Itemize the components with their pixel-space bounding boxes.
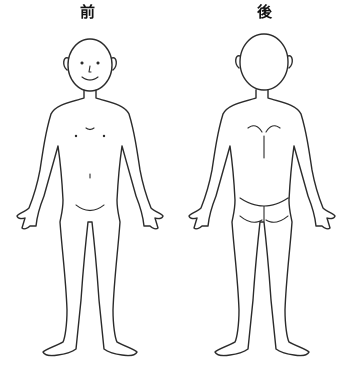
front-left-eye — [81, 62, 84, 65]
back-right-shoulder-blade — [266, 126, 280, 132]
front-head — [68, 39, 112, 91]
back-waist-line — [240, 198, 288, 206]
back-left-buttock — [240, 216, 262, 222]
front-sternum — [86, 128, 94, 130]
front-right-eye — [97, 62, 100, 65]
front-label: 前 — [80, 5, 95, 20]
body-front-figure — [17, 39, 163, 356]
front-mouth — [82, 77, 98, 80]
back-label: 後 — [257, 5, 272, 20]
front-nose — [89, 66, 91, 72]
front-right-nipple — [103, 135, 105, 137]
front-left-nipple — [75, 135, 77, 137]
back-body-outline — [189, 90, 335, 356]
back-left-shoulder-blade — [248, 126, 262, 132]
body-back-figure — [189, 34, 335, 356]
back-right-buttock — [266, 216, 288, 222]
front-groin — [76, 205, 104, 211]
back-head — [240, 34, 288, 90]
